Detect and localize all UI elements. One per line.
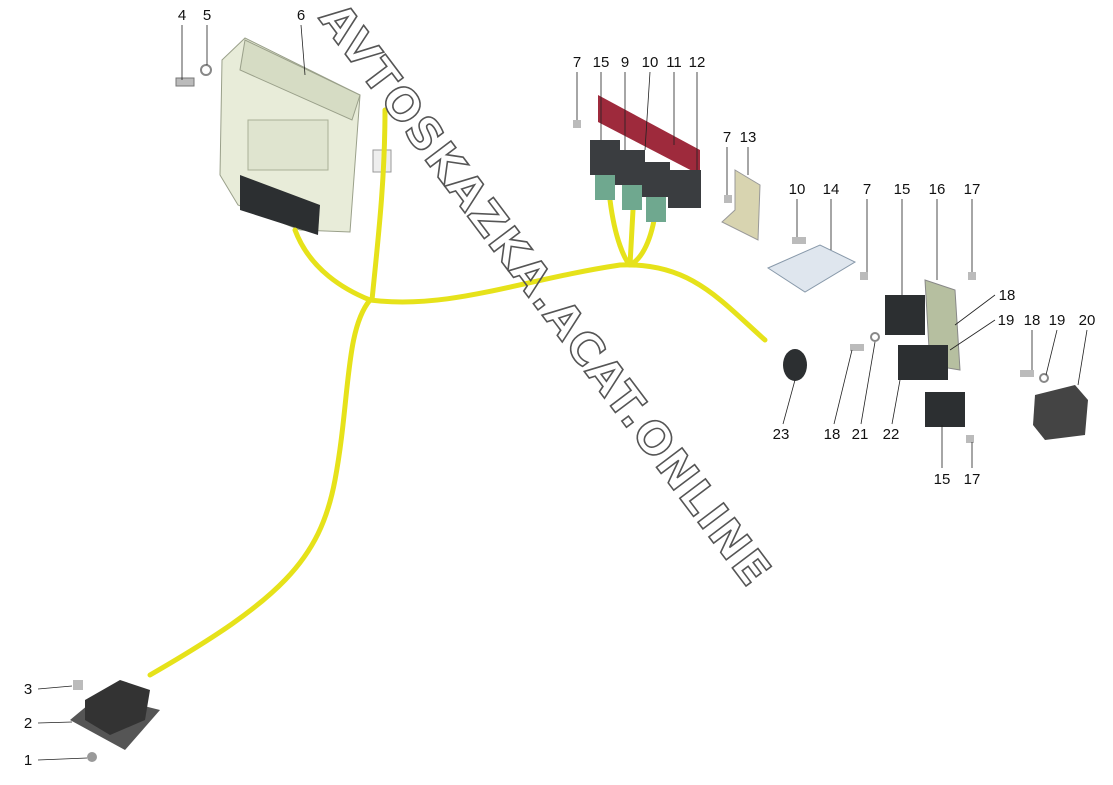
bolt-4: [175, 77, 195, 87]
washer-5: [200, 64, 212, 76]
bracket-13: [721, 169, 761, 241]
callout-label: 15: [894, 181, 911, 198]
callout-label: 7: [863, 181, 871, 198]
callout-label: 18: [999, 287, 1016, 304]
callout-label: 10: [789, 181, 806, 198]
callout-label: 19: [1049, 312, 1066, 329]
relay-block: [573, 95, 701, 222]
callout-labels: 4 5 6 7 15 9 10 11 12 7 13 10 14 7 15 16…: [24, 7, 1096, 769]
callout-label: 23: [773, 426, 790, 443]
leader-lines: [37, 24, 1088, 761]
callout-label: 20: [1079, 312, 1096, 329]
callout-label: 11: [666, 54, 682, 71]
callout-label: 13: [740, 129, 757, 146]
callout-label: 6: [297, 7, 305, 24]
callout-label: 22: [883, 426, 900, 443]
callout-label: 7: [723, 129, 731, 146]
callout-label: 21: [852, 426, 869, 443]
callout-label: 18: [1024, 312, 1041, 329]
callout-label: 1: [24, 752, 32, 769]
unit-20: [1020, 370, 1088, 440]
watermark: AVTOSKAZKA.ACAT.ONLINE: [309, 0, 781, 597]
relay-bracket-16: [850, 272, 976, 443]
callout-label: 5: [203, 7, 211, 24]
callout-label: 16: [929, 181, 946, 198]
callout-label: 3: [24, 681, 32, 698]
callout-label: 7: [573, 54, 581, 71]
callout-label: 15: [934, 471, 951, 488]
callout-label: 15: [593, 54, 610, 71]
callout-label: 2: [24, 715, 32, 732]
callout-label: 9: [621, 54, 629, 71]
callout-label: 10: [642, 54, 659, 71]
sensor-2: [70, 680, 160, 762]
wiring-harness: [147, 107, 768, 678]
callout-label: 12: [689, 54, 706, 71]
callout-label: 4: [178, 7, 186, 24]
bracket-14: [766, 237, 868, 293]
callout-label: 17: [964, 181, 981, 198]
callout-label: 14: [823, 181, 840, 198]
callout-label: 19: [998, 312, 1015, 329]
callout-label: 17: [964, 471, 981, 488]
callout-label: 18: [824, 426, 841, 443]
grommet-23: [783, 349, 807, 381]
